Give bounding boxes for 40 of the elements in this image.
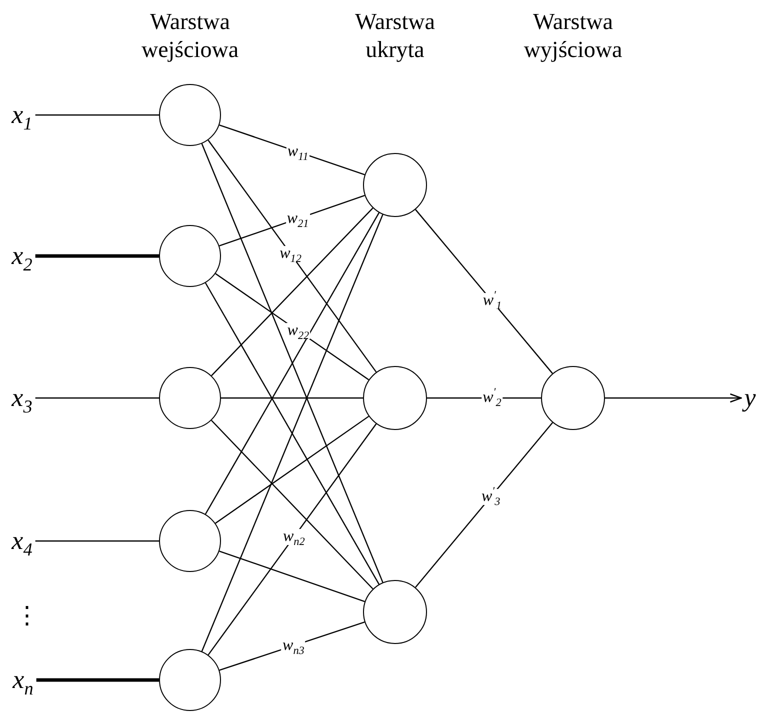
connection-line (208, 424, 377, 656)
weight-label: w$_{12}$ (278, 246, 302, 262)
connection-line (219, 124, 365, 176)
weight-label: w$_{22}$ (286, 322, 310, 339)
ellipsis-label: ⋮ (15, 602, 39, 630)
connection-line (415, 209, 553, 374)
weight-label: w$_{21}$ (286, 210, 310, 227)
layer-heading: Warstwa wejściowa (140, 8, 240, 64)
weight-label: w$_{n2}$ (282, 529, 306, 546)
layer-heading: Warstwa wyjściowa (522, 8, 624, 64)
variable-label: y (744, 385, 756, 411)
variable-label: x$_{3}$ (12, 385, 32, 411)
connection-line (427, 397, 541, 399)
connection-line (219, 194, 365, 246)
connection-line (215, 273, 370, 380)
neuron-circle (159, 367, 221, 429)
connection-line (35, 254, 159, 258)
variable-label: x$_{4}$ (12, 528, 32, 554)
connection-line (35, 540, 159, 542)
connection-line (35, 397, 159, 399)
variable-label: x$_{2}$ (12, 243, 32, 269)
connection-line (219, 550, 365, 602)
connection-line (201, 214, 384, 652)
variable-label: x$_{n}$ (12, 667, 34, 693)
connection-line (36, 678, 159, 682)
connection-line (415, 422, 553, 588)
connection-line (215, 416, 370, 524)
layer-heading: Warstwa ukryta (354, 8, 436, 64)
connection-line (204, 282, 380, 585)
arrow (605, 393, 742, 403)
connection-line (211, 420, 374, 590)
connection-line (211, 208, 374, 376)
connection-line (201, 143, 384, 583)
variable-label: x$_{1}$ (12, 102, 32, 128)
connection-line (219, 622, 365, 671)
connection-line (204, 212, 380, 514)
connection-line (221, 397, 363, 399)
connection-line (208, 140, 377, 372)
connection-line (35, 114, 159, 116)
neuron-circle (363, 366, 427, 430)
